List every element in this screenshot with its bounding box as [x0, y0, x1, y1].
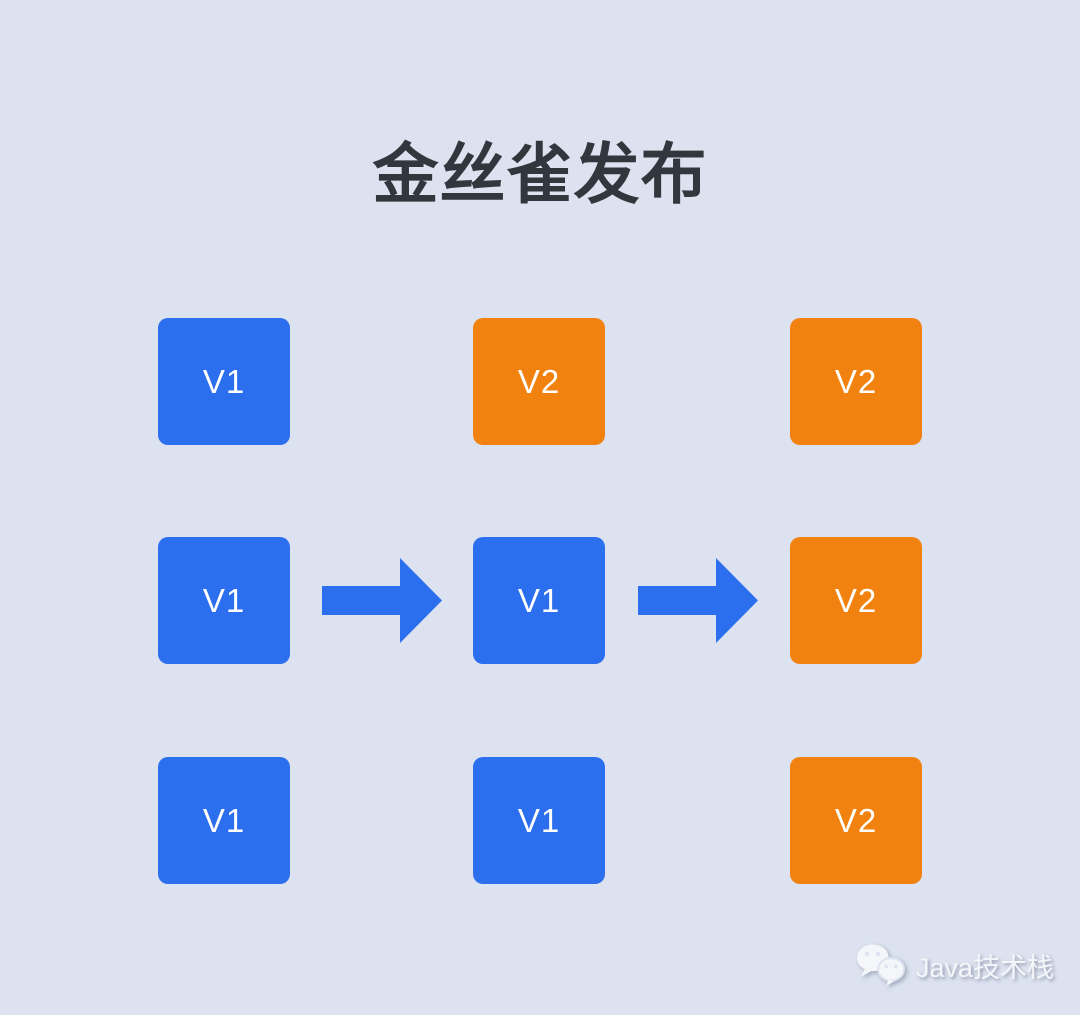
node-label: V1: [202, 362, 246, 400]
right-arrow-icon: [322, 558, 442, 643]
node-label: V2: [834, 362, 878, 400]
node-label: V1: [517, 581, 561, 619]
right-arrow-icon: [638, 558, 758, 643]
node-label: V1: [517, 801, 561, 839]
diagram-title: 金丝雀发布: [372, 137, 708, 211]
node-row2-col1: V1: [158, 537, 290, 664]
node-row3-col2: V1: [473, 757, 605, 884]
node-row2-col2: V1: [473, 537, 605, 664]
wechat-icon: [856, 944, 906, 987]
watermark-label: Java技术栈: [916, 952, 1055, 983]
node-row3-col1: V1: [158, 757, 290, 884]
node-row1-col3: V2: [790, 318, 922, 445]
node-row2-col3: V2: [790, 537, 922, 664]
node-row1-col1: V1: [158, 318, 290, 445]
watermark: Java技术栈: [856, 942, 1054, 988]
node-label: V2: [834, 801, 878, 839]
node-label: V2: [517, 362, 561, 400]
node-label: V2: [834, 581, 878, 619]
node-label: V1: [202, 801, 246, 839]
node-label: V1: [202, 581, 246, 619]
node-row1-col2: V2: [473, 318, 605, 445]
node-row3-col3: V2: [790, 757, 922, 884]
